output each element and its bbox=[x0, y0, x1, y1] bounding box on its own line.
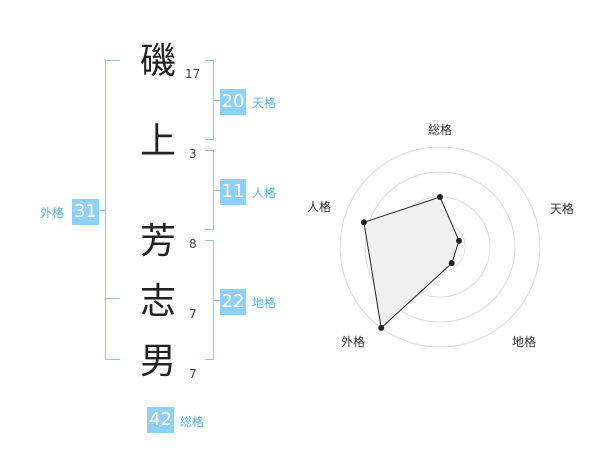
tenkaku-label: 天格 bbox=[252, 96, 277, 110]
chikaku-bracket bbox=[205, 240, 214, 360]
radar-label-soukaku: 総格 bbox=[428, 122, 452, 137]
jinkaku-value-badge: 11 bbox=[220, 179, 246, 205]
gaikaku-connector bbox=[99, 210, 105, 211]
radar-point-1 bbox=[456, 237, 463, 244]
radar-area bbox=[363, 196, 460, 329]
radar-label-tenkaku: 天格 bbox=[550, 201, 574, 216]
chikaku-connector bbox=[214, 300, 220, 301]
radar-point-0 bbox=[437, 194, 443, 200]
radar-points bbox=[360, 194, 463, 331]
gaikaku-inner-tick bbox=[105, 298, 120, 299]
name-char-4: 志 bbox=[139, 281, 176, 322]
tenkaku-connector bbox=[214, 100, 220, 101]
name-char-2: 上 bbox=[139, 121, 176, 162]
tenkaku-bracket bbox=[205, 60, 214, 140]
tenkaku-value-badge: 20 bbox=[220, 89, 246, 115]
name-char-1: 磯 bbox=[139, 41, 176, 82]
chikaku-value-badge: 22 bbox=[220, 289, 246, 315]
radar-label-gaikaku: 外格 bbox=[341, 334, 365, 349]
stroke-count-4: 7 bbox=[189, 307, 197, 321]
radar-label-chikaku: 地格 bbox=[512, 334, 536, 349]
radar-point-4 bbox=[360, 219, 367, 226]
chikaku-label: 地格 bbox=[252, 296, 277, 310]
name-char-3: 芳 bbox=[139, 221, 176, 262]
radar-label-jinkaku: 人格 bbox=[307, 199, 331, 214]
soukaku-label: 総格 bbox=[180, 415, 205, 429]
radar-ring bbox=[364, 171, 516, 323]
jinkaku-label: 人格 bbox=[252, 186, 277, 200]
gaikaku-label: 外格 bbox=[40, 206, 65, 220]
gaikaku-value-badge: 31 bbox=[72, 199, 99, 225]
radar-ring bbox=[339, 146, 541, 348]
stroke-count-3: 8 bbox=[189, 237, 197, 251]
jinkaku-connector bbox=[214, 190, 220, 191]
stroke-count-5: 7 bbox=[189, 367, 197, 381]
radar-point-3 bbox=[378, 324, 385, 331]
radar-point-2 bbox=[448, 260, 455, 267]
gaikaku-bracket bbox=[105, 60, 120, 360]
soukaku-value-badge: 42 bbox=[147, 407, 174, 433]
stroke-count-2: 3 bbox=[189, 147, 197, 161]
name-char-5: 男 bbox=[139, 341, 176, 382]
jinkaku-bracket bbox=[205, 150, 214, 230]
fortune-radar-chart: 総格 天格 地格 外格 人格 bbox=[307, 122, 574, 349]
stroke-count-1: 17 bbox=[185, 67, 201, 81]
